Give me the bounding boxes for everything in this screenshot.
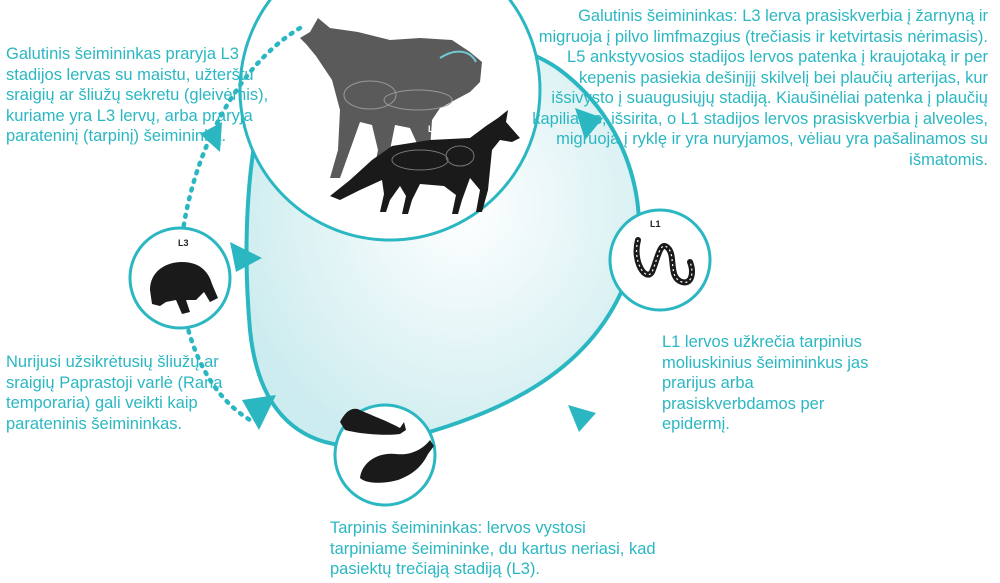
paratenic-host-text: Nurijusi užsikrėtusių šliužų ar sraigių …: [6, 353, 223, 433]
fox-icon: [330, 110, 520, 214]
l3-label: L3: [178, 238, 189, 248]
l1-infection-text: L1 lervos užkrečia tarpinius moliuskiniu…: [662, 333, 869, 433]
final-host-text: Galutinis šeimininkas: L3 lerva prasiskv…: [532, 7, 988, 169]
final-host-eats-text: Galutinis šeimininkas praryja L3 stadijo…: [6, 45, 269, 145]
frog-icon: [150, 262, 218, 314]
l5-label: L5: [428, 124, 439, 134]
arrow-head-5: [200, 122, 222, 152]
arrow-head-1: [575, 108, 603, 140]
arrow-head-4: [230, 242, 262, 272]
wolf-icon: L5: [300, 18, 482, 180]
arrow-head-2: [568, 405, 596, 432]
snail-icon: [360, 440, 434, 483]
arrow-head-3: [242, 395, 276, 430]
l1-label: L1: [650, 219, 661, 229]
slug-icon: [340, 408, 406, 435]
intermediate-host-text: Tarpinis šeimininkas: lervos vystosi tar…: [330, 519, 656, 578]
